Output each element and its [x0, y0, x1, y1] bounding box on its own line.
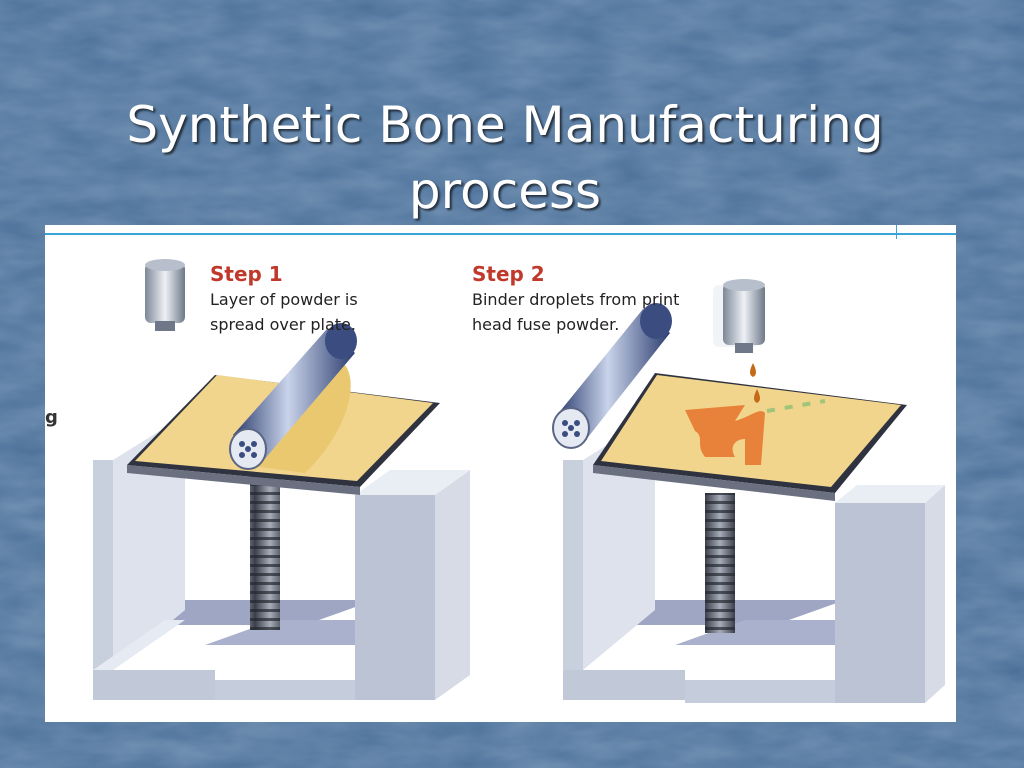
panel-top-rule [45, 233, 956, 235]
step-2-title: Step 2 [472, 262, 545, 286]
lead-screw [250, 475, 280, 630]
step-1-title: Step 1 [210, 262, 283, 286]
roller [552, 303, 672, 449]
frame-right-front [355, 495, 435, 700]
lead-screw [705, 493, 735, 633]
frame-left-front [563, 460, 583, 670]
plate-edge [127, 465, 360, 495]
frame-left-front [93, 460, 113, 670]
frame-bottom [563, 670, 685, 700]
frame-bottom [93, 670, 215, 700]
print-head-icon [713, 279, 765, 353]
frame-left-side [583, 415, 655, 670]
step-2-description-line-1: Binder droplets from print [472, 290, 680, 309]
frame-bottom-right [215, 680, 355, 700]
frame-right-side [925, 485, 945, 703]
slide-title: Synthetic Bone Manufacturing process [0, 92, 1010, 224]
frame-right-side [435, 470, 470, 700]
plate-edge [593, 465, 835, 501]
printer-step-1 [93, 259, 470, 700]
printer-step-2 [552, 279, 945, 703]
diagram-panel: g [45, 225, 956, 722]
frame-bottom-right [685, 680, 835, 703]
step-1-description-line-1: Layer of powder is [210, 290, 358, 309]
frame-right-top [355, 470, 470, 495]
frame-right-front [835, 503, 925, 703]
binder-droplet-icon [750, 363, 756, 377]
frame-left-side [113, 415, 185, 670]
print-head-icon [145, 259, 185, 331]
slide-title-line-2: process [408, 161, 602, 220]
roller [229, 323, 357, 470]
fused-bone-shape [685, 405, 765, 465]
frame-bottom-top [93, 620, 185, 670]
printer-diagrams [93, 259, 945, 703]
step-1-description-line-2: spread over plate. [210, 315, 356, 334]
slide-title-line-1: Synthetic Bone Manufacturing [126, 95, 884, 154]
frame-right-top [835, 485, 945, 503]
cropped-text-fragment: g [45, 407, 58, 428]
step-2-description-line-2: head fuse powder. [472, 315, 620, 334]
binder-droplet-icon [754, 389, 760, 403]
panel-tick-mark [896, 225, 897, 239]
